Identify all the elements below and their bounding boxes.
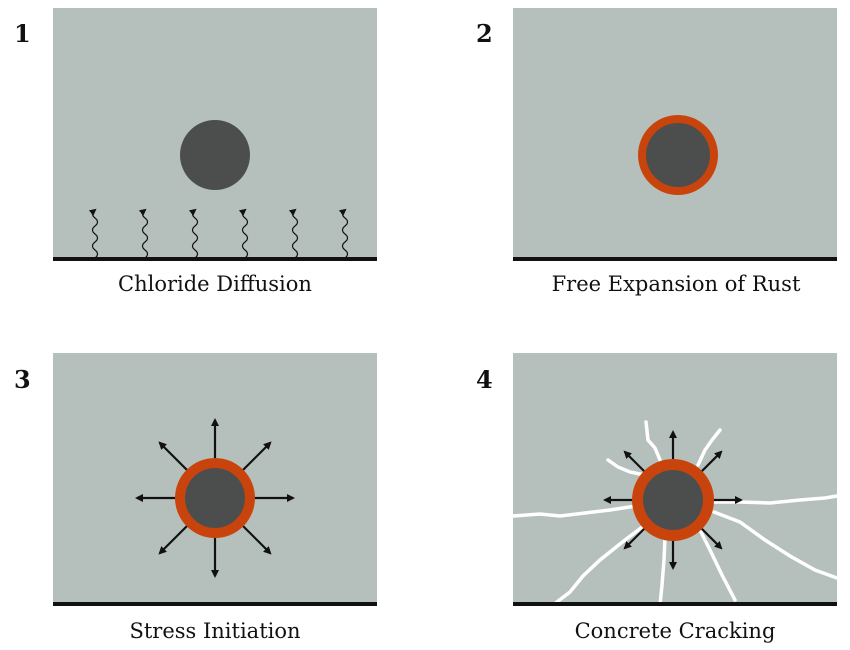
panel-4: 4 Concrete Cracking xyxy=(476,353,839,643)
chloride-arrows xyxy=(88,208,349,259)
steel-rebar xyxy=(646,123,710,187)
steel-rebar xyxy=(185,468,245,528)
panel-caption: Free Expansion of Rust xyxy=(552,272,801,296)
panel-caption: Stress Initiation xyxy=(129,619,300,643)
crack xyxy=(511,504,638,518)
panel-caption: Concrete Cracking xyxy=(575,619,776,643)
wavy-arrow xyxy=(188,208,199,259)
crack xyxy=(606,458,647,477)
panel-number: 4 xyxy=(476,365,493,394)
crack xyxy=(551,523,647,607)
stress-arrows xyxy=(135,418,295,578)
panel-number: 2 xyxy=(476,19,493,48)
crack xyxy=(698,528,737,602)
panel-number: 1 xyxy=(14,19,31,48)
wavy-arrow xyxy=(138,208,149,259)
panel-number: 3 xyxy=(14,365,31,394)
crack xyxy=(658,535,667,607)
stress-arrow xyxy=(158,521,192,555)
stress-arrow xyxy=(238,521,272,555)
stress-arrow xyxy=(238,441,272,475)
crack xyxy=(712,510,839,580)
crack xyxy=(644,420,662,462)
steel-rebar xyxy=(180,120,250,190)
wavy-arrow xyxy=(88,208,99,259)
panel-3: 3 Stress Initiation xyxy=(14,353,377,643)
stress-arrow xyxy=(158,441,192,475)
steel-rebar xyxy=(643,470,703,530)
wavy-arrow xyxy=(288,208,299,259)
panel-1: 1 Chloride Diffusion xyxy=(14,8,377,296)
wavy-arrow xyxy=(238,208,249,259)
crack xyxy=(696,428,722,467)
panel-2: 2 Free Expansion of Rust xyxy=(476,8,837,296)
panel-caption: Chloride Diffusion xyxy=(118,272,312,296)
wavy-arrow xyxy=(338,208,349,259)
